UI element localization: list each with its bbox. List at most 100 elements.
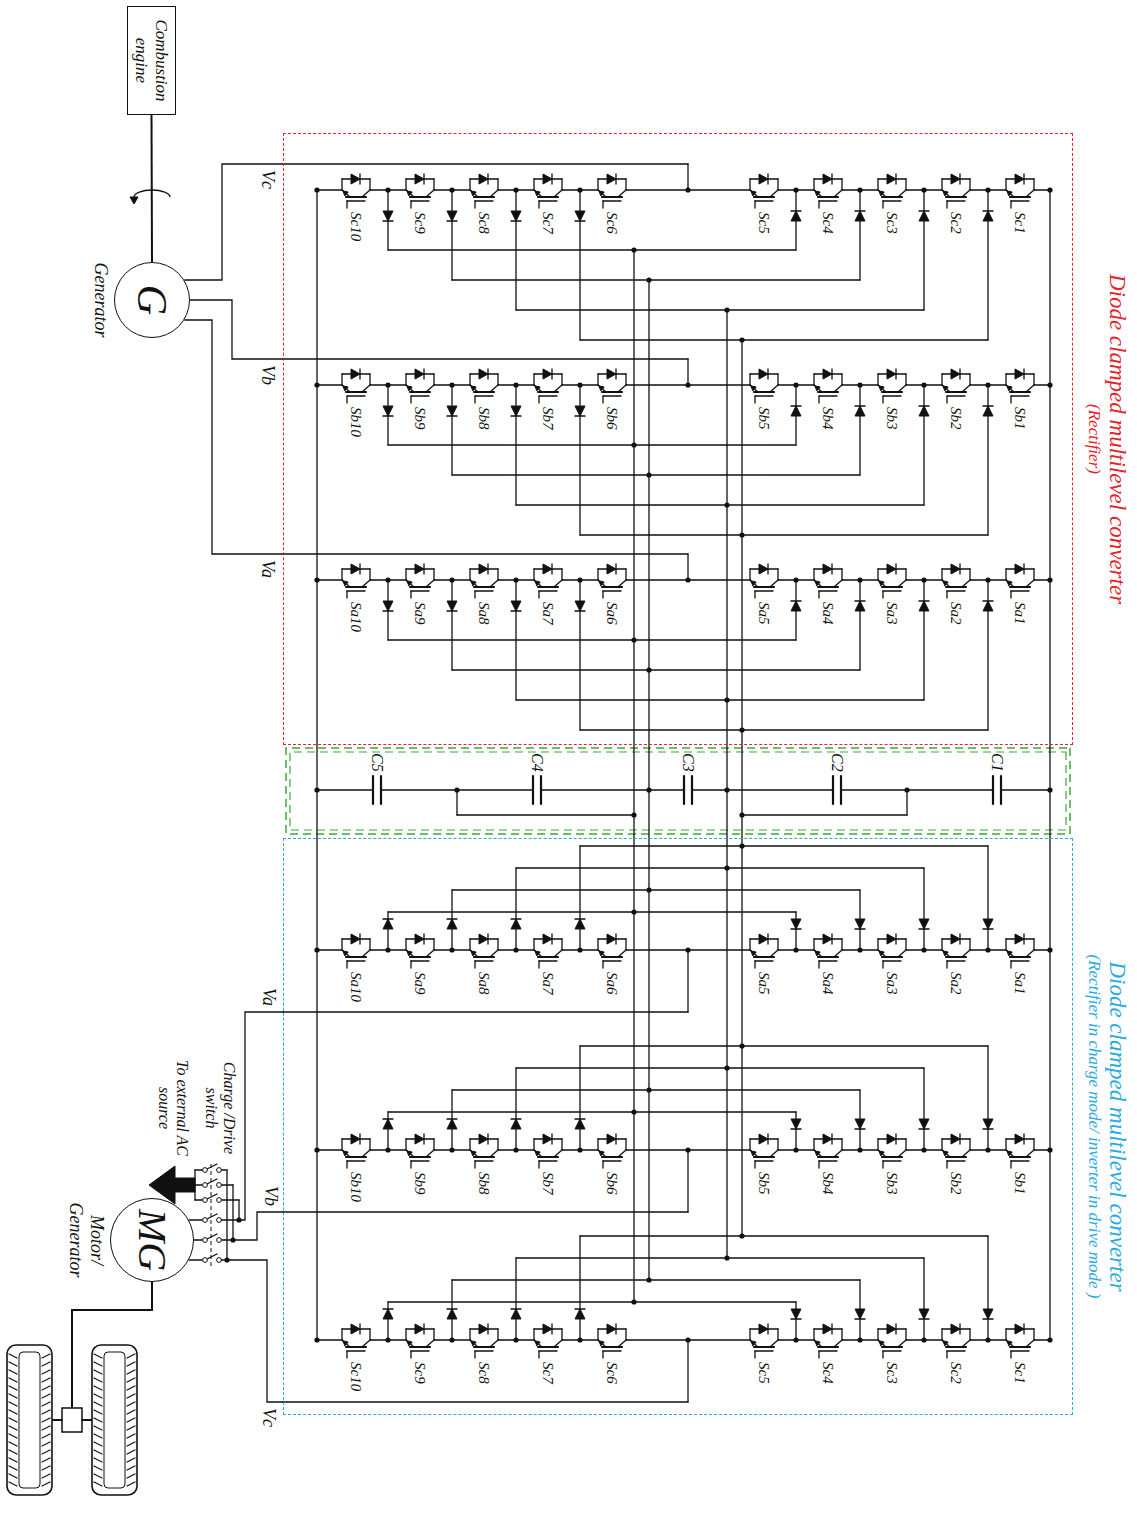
clamp-diode <box>791 1119 801 1129</box>
wheel-tread <box>94 1418 102 1422</box>
junction-dot <box>385 1337 390 1342</box>
diode-bar <box>615 1134 616 1144</box>
freewheel-wire <box>497 939 498 950</box>
freewheel-diode <box>351 934 360 944</box>
clamp-bus <box>726 310 727 1258</box>
junction-dot <box>631 442 636 447</box>
ac-terminal <box>687 554 688 580</box>
igbt-emitter <box>878 580 886 587</box>
clamp-wire <box>859 580 860 670</box>
clamp-wire <box>387 912 388 950</box>
clamp-diode <box>447 211 457 221</box>
rotation-arrow <box>134 190 170 197</box>
diode-bar <box>831 934 832 944</box>
wheel-tread <box>42 1402 50 1406</box>
junction-dot <box>685 1337 690 1342</box>
igbt-gate-lead <box>602 396 603 403</box>
junction-dot <box>921 382 926 387</box>
diode-bar <box>551 934 552 944</box>
igbt-arrow <box>407 386 412 391</box>
diode-bar <box>791 1128 801 1129</box>
freewheel-wire <box>905 569 906 580</box>
wheel-tread <box>42 1466 50 1470</box>
ac-terminal <box>283 553 688 554</box>
clamp-diode <box>447 1119 457 1129</box>
diode-bar <box>1023 174 1024 184</box>
switch-label: Sc9 <box>412 1362 429 1384</box>
switch-label: Sc10 <box>348 212 365 241</box>
clamp-diode <box>855 406 865 416</box>
diode-bar <box>487 564 488 574</box>
phase-leg <box>317 949 342 950</box>
phase-leg <box>317 1149 342 1150</box>
freewheel-wire <box>905 1139 906 1150</box>
igbt-gate <box>755 395 773 396</box>
diode-bar <box>895 174 896 184</box>
clamp-diode <box>511 1309 521 1319</box>
wheel-tread <box>94 1450 102 1454</box>
capacitor-label: C1 <box>988 753 1006 772</box>
clamp-diode <box>983 601 993 611</box>
igbt-gate-lead <box>882 396 883 403</box>
igbt-arrow <box>943 191 948 196</box>
diode-bar <box>1023 934 1024 944</box>
freewheel-diode <box>351 1324 360 1334</box>
junction-dot <box>646 667 651 672</box>
clamp-bus <box>633 250 634 1302</box>
freewheel-wire <box>497 179 498 190</box>
igbt-arrow <box>535 1151 540 1156</box>
igbt-emitter <box>942 190 950 197</box>
igbt-emitter <box>534 385 542 392</box>
igbt-emitter <box>598 385 606 392</box>
igbt-gate <box>755 200 773 201</box>
diode-bar <box>959 174 960 184</box>
junction-dot <box>224 1257 229 1262</box>
wheel-tread <box>42 1410 50 1414</box>
capacitor-wire <box>1001 789 1050 790</box>
igbt-emitter <box>878 950 886 957</box>
clamp-wire <box>516 699 924 700</box>
clamp-diode <box>511 601 521 611</box>
diode-bar <box>895 1134 896 1144</box>
freewheel-diode <box>951 369 960 379</box>
diode-bar <box>791 405 801 406</box>
junction-dot <box>385 1147 390 1152</box>
freewheel-wire <box>969 1329 970 1340</box>
igbt-arrow <box>751 386 756 391</box>
igbt-arrow <box>1007 951 1012 956</box>
wheel-tread <box>9 1466 17 1470</box>
ac-terminal <box>687 359 688 385</box>
igbt-gate <box>347 1160 365 1161</box>
clamp-wire <box>451 580 452 670</box>
freewheel-wire <box>497 374 498 385</box>
clamp-wire <box>987 846 988 950</box>
freewheel-wire <box>877 179 878 190</box>
freewheel-wire <box>941 1139 942 1150</box>
switch-label: Sb1 <box>1012 1172 1029 1195</box>
switch-label: Sc10 <box>348 1362 365 1391</box>
switch-label: Sa6 <box>604 602 621 625</box>
clamp-wire <box>388 1111 796 1112</box>
igbt-gate-lead <box>1010 961 1011 968</box>
igbt-gate-lead <box>346 591 347 598</box>
switch-label: Sb5 <box>756 1172 773 1195</box>
engine-shaft <box>151 115 154 262</box>
diode-bar <box>791 210 801 211</box>
igbt-gate-lead <box>602 961 603 968</box>
freewheel-diode <box>607 1134 616 1144</box>
wheel-tread <box>127 1370 135 1374</box>
wheel-tire <box>92 1345 137 1495</box>
igbt-gate <box>819 395 837 396</box>
switch-label: Sc7 <box>540 212 557 234</box>
switch-contact <box>203 1258 208 1263</box>
junction-dot <box>513 382 518 387</box>
phase-leg <box>317 1339 342 1340</box>
igbt-gate-lead <box>882 1161 883 1168</box>
region-subtitle: (Rectifier) <box>1084 134 1103 744</box>
diode-bar <box>551 1324 552 1334</box>
clamp-wire <box>451 385 452 475</box>
igbt-arrow <box>407 581 412 586</box>
diode-bar <box>575 1308 585 1309</box>
freewheel-diode <box>759 1134 768 1144</box>
